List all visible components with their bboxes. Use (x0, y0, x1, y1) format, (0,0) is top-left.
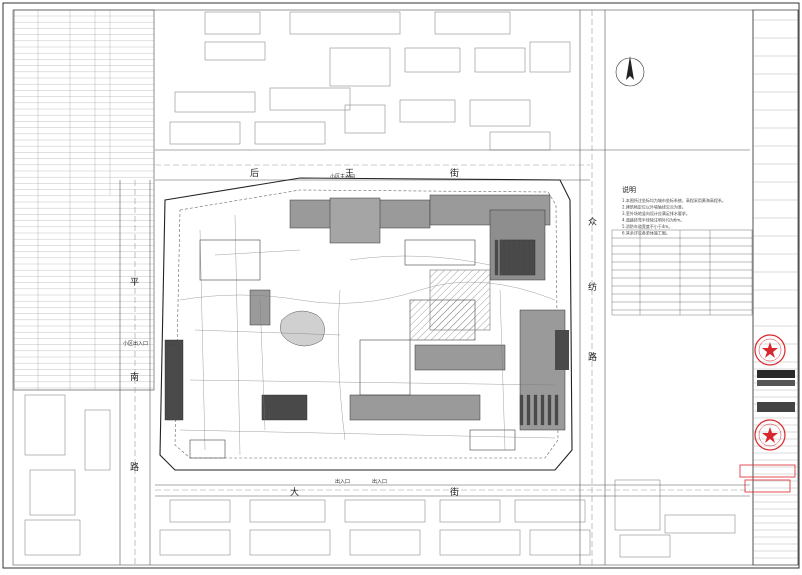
parking-stall (272, 395, 277, 419)
south-entrance-left-label: 出入口 (335, 478, 350, 485)
north-arrow-icon (615, 56, 645, 87)
parking-stall (524, 239, 529, 276)
seal-bottom-icon (754, 419, 786, 451)
south-entrance-right-label: 出入口 (372, 478, 387, 485)
parking-stall (494, 239, 499, 276)
parking-stall (526, 394, 531, 426)
north-entrance-label: 小区主入口 (330, 173, 355, 180)
title-block (739, 9, 799, 566)
site-buildings (164, 194, 569, 459)
south-street-char-1: 大 (290, 486, 299, 498)
note-line: 4.道路转弯半径除注明外均为6m。 (622, 217, 684, 223)
parking-stall (533, 394, 538, 426)
parking-stall (547, 394, 552, 426)
landscape-garden (280, 310, 325, 347)
internal-lines (179, 214, 556, 456)
east-street-char-1: 众 (588, 217, 597, 228)
notes-title: 说明 (622, 185, 636, 194)
parking-stall (278, 395, 282, 419)
legend-table (611, 229, 753, 316)
west-street-char-3: 路 (130, 461, 139, 473)
note-line: 5.消防车道宽度不小于4m。 (622, 223, 672, 229)
parking-stall (519, 239, 524, 276)
parking-stall (514, 239, 519, 276)
north-street-char-2: 王 (345, 168, 354, 179)
north-street-char-1: 后 (250, 168, 259, 179)
east-street-char-2: 纺 (588, 281, 597, 293)
note-line: 3.室外场地竖向设计应满足排水要求。 (622, 210, 690, 216)
parking-stall (519, 394, 524, 426)
east-street-char-3: 路 (588, 351, 597, 363)
note-line: 6.其余详见各单体施工图。 (622, 230, 670, 236)
parking-stall (283, 395, 288, 419)
north-street-char-3: 街 (450, 167, 459, 179)
west-street-char-2: 南 (130, 371, 139, 383)
parking-stall (509, 239, 514, 276)
note-line: 2.建筑物定位以外墙轴线交点为准。 (622, 204, 686, 210)
notes-block: 说明 1.本图所注坐标均为城市坐标系统，高程采用黄海高程系。2.建筑物定位以外墙… (622, 185, 726, 236)
seal-top-icon (754, 334, 786, 366)
site-inner-road (174, 189, 559, 459)
parking-stall (261, 395, 266, 419)
parking-stall (504, 239, 509, 276)
parking-stall (300, 395, 304, 419)
economic-index-table (13, 9, 155, 391)
parking-stall (267, 395, 271, 419)
parking-stall (167, 344, 181, 421)
site-boundary (159, 177, 573, 471)
parking-stall (554, 394, 559, 426)
parking-stall (289, 395, 293, 419)
west-entrance-label: 小区出入口 (123, 340, 148, 347)
central-plaza (429, 269, 491, 331)
parking-stall (540, 394, 545, 426)
parking-stall (294, 395, 299, 419)
west-street-char-1: 平 (130, 277, 139, 288)
note-line: 1.本图所注坐标均为城市坐标系统，高程采用黄海高程系。 (622, 197, 726, 203)
parking-stall (529, 239, 534, 276)
parking-stall (499, 239, 504, 276)
street-labels: 后 王 街 大 街 平 南 路 众 纺 路 (130, 167, 597, 498)
parking-stalls (167, 239, 559, 426)
south-street-char-2: 街 (450, 486, 459, 498)
